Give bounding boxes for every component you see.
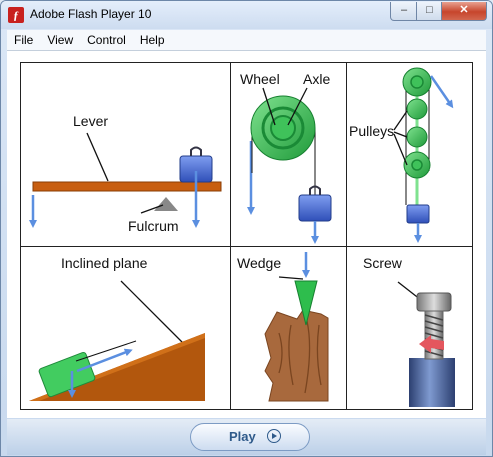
title-bar[interactable]: ƒ Adobe Flash Player 10 – □ ✕: [1, 1, 492, 29]
label-screw: Screw: [363, 255, 402, 271]
minimize-button[interactable]: –: [390, 2, 418, 21]
inclined-plane-illustration: [29, 280, 205, 401]
screw-illustration: [397, 281, 455, 407]
menu-control[interactable]: Control: [87, 33, 126, 47]
play-circle-icon: [267, 429, 281, 443]
close-icon: ✕: [459, 4, 469, 16]
label-wedge: Wedge: [237, 255, 282, 271]
label-axle: Axle: [303, 71, 331, 87]
close-button[interactable]: ✕: [441, 2, 487, 21]
pulleys-illustration: [393, 67, 454, 243]
lever-illustration: [29, 132, 222, 228]
footer-bar: Play: [7, 419, 486, 455]
maximize-button[interactable]: □: [416, 2, 443, 21]
label-lever: Lever: [73, 113, 109, 129]
label-wheel: Wheel: [240, 71, 280, 87]
play-button-label: Play: [229, 429, 256, 444]
minimize-icon: –: [400, 4, 408, 16]
wheel-axle-illustration: [247, 87, 332, 244]
menu-view[interactable]: View: [47, 33, 74, 47]
play-button[interactable]: Play: [190, 423, 310, 451]
label-inclined-plane: Inclined plane: [61, 255, 148, 271]
menu-file[interactable]: File: [14, 33, 34, 47]
wedge-illustration: [264, 252, 329, 402]
label-pulleys: Pulleys: [349, 123, 395, 139]
menu-help[interactable]: Help: [139, 33, 165, 47]
simple-machines-diagram: Lever Fulcrum Wheel Axle Pulleys Incline…: [20, 62, 473, 410]
flash-content: Lever Fulcrum Wheel Axle Pulleys Incline…: [7, 51, 486, 418]
maximize-icon: □: [426, 4, 433, 16]
label-fulcrum: Fulcrum: [128, 218, 179, 234]
window-title: Adobe Flash Player 10: [30, 7, 152, 21]
menu-bar: File View Control Help: [7, 30, 486, 51]
flash-player-icon: ƒ: [8, 7, 24, 23]
machines-illustration: [29, 67, 455, 407]
